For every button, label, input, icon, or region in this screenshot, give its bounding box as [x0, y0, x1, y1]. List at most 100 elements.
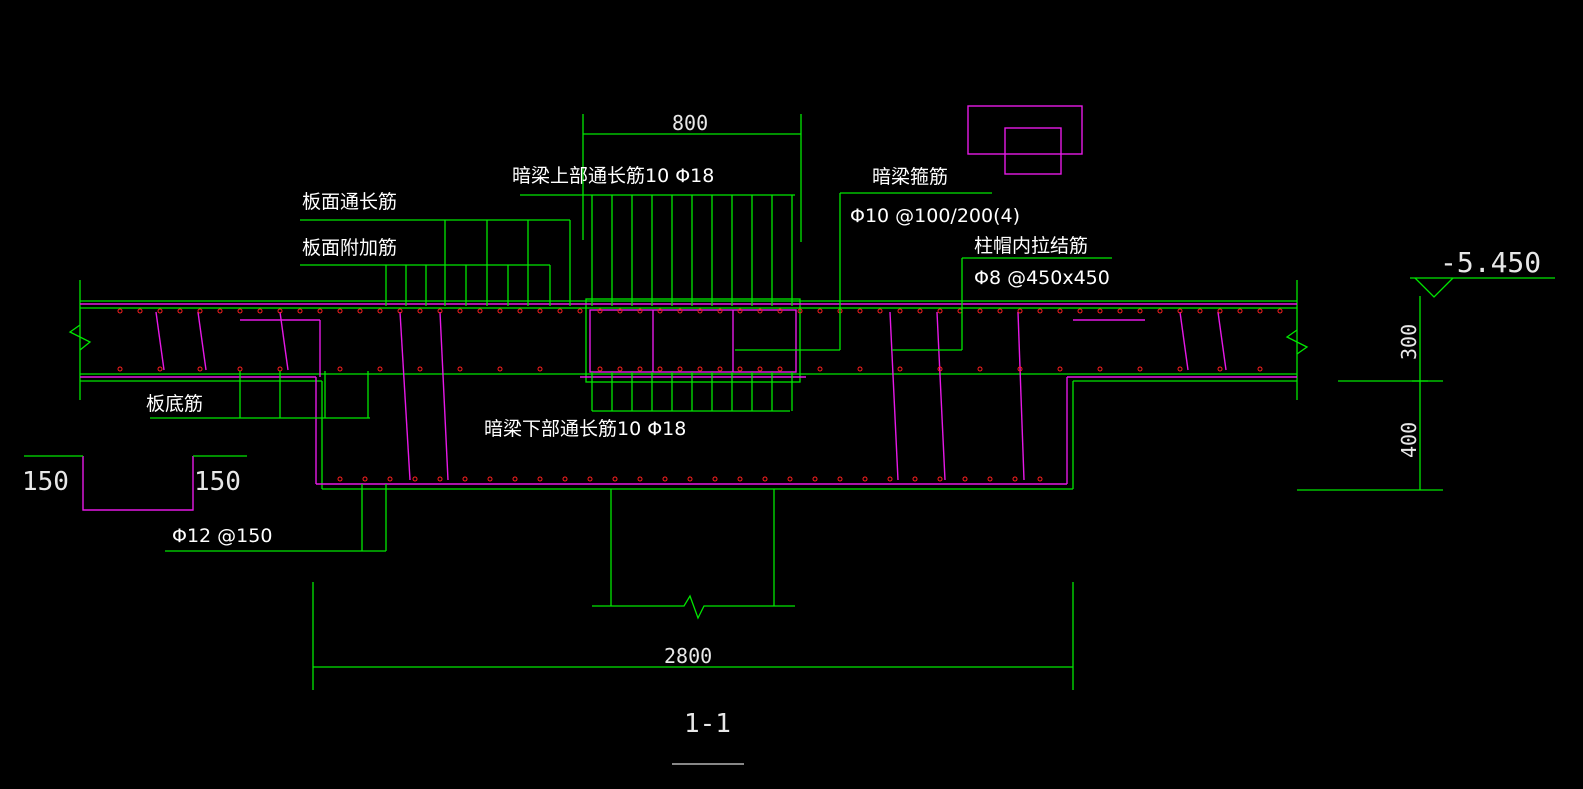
rebar-dot: [997, 308, 1003, 314]
rebar-dot: [687, 476, 693, 482]
rebar-dot: [612, 476, 618, 482]
rebar-dot: [1017, 308, 1023, 314]
rebar-dot: [1257, 366, 1263, 372]
rebar-dot: [117, 366, 123, 372]
rebar-dot: [277, 308, 283, 314]
rebar-dot: [587, 476, 593, 482]
rebar-dot: [412, 476, 418, 482]
rebar-dot: [1037, 308, 1043, 314]
rebar-dot: [357, 308, 363, 314]
rebar-dot: [417, 366, 423, 372]
rebar-dot: [787, 476, 793, 482]
rebar-dot: [512, 476, 518, 482]
label-hook-left: 150: [22, 467, 69, 497]
beam-bar-ticks: [591, 195, 793, 411]
dim-cap-depth: 400: [1397, 422, 1421, 458]
rebar-dot: [517, 308, 523, 314]
label-slab-top-bar: 板面通长筋: [302, 191, 397, 213]
rebar-dot: [487, 476, 493, 482]
rebar-dot: [1257, 308, 1263, 314]
rebar-dots: [117, 308, 1283, 482]
rebar-dot: [717, 308, 723, 314]
rebar-dot: [817, 308, 823, 314]
rebar-dot: [637, 366, 643, 372]
rebar-dot: [557, 308, 563, 314]
rebar-dot: [537, 366, 543, 372]
leader-lines: [24, 114, 1555, 690]
rebar-dot: [1277, 308, 1283, 314]
rebar-dot: [137, 308, 143, 314]
rebar-dot: [737, 308, 743, 314]
rebar-dot: [157, 366, 163, 372]
label-bottom-through-bar: 暗梁下部通长筋10 Φ18: [484, 418, 686, 440]
rebar-dot: [657, 308, 663, 314]
rebar-dot: [177, 308, 183, 314]
dim-cap-width: 2800: [664, 644, 712, 668]
rebar-dot: [617, 366, 623, 372]
rebar-dot: [987, 476, 993, 482]
rebar-dot: [257, 308, 263, 314]
rebar-dot: [637, 476, 643, 482]
rebar-dot: [1177, 308, 1183, 314]
rebar-dot: [337, 308, 343, 314]
rebar-dot: [1137, 308, 1143, 314]
rebar-dot: [1057, 366, 1063, 372]
rebar-dot: [737, 476, 743, 482]
rebar-dot: [1017, 366, 1023, 372]
rebar-dot: [812, 476, 818, 482]
rebar-dot: [1177, 366, 1183, 372]
rebar-dot: [717, 366, 723, 372]
dim-beam-width: 800: [672, 111, 708, 135]
rebar-dot: [457, 366, 463, 372]
rebar-dot: [617, 308, 623, 314]
rebar-dot: [797, 308, 803, 314]
rebar-dot: [1237, 308, 1243, 314]
rebar-dot: [1097, 366, 1103, 372]
rebar-dot: [897, 366, 903, 372]
rebar-dot: [437, 476, 443, 482]
rebar-dot: [197, 308, 203, 314]
rebar-dot: [877, 308, 883, 314]
rebar-dot: [1117, 308, 1123, 314]
rebar-dot: [857, 308, 863, 314]
rebar-dot: [237, 366, 243, 372]
rebar-dot: [337, 476, 343, 482]
rebar-dot: [277, 366, 283, 372]
rebar-dot: [562, 476, 568, 482]
rebar-dot: [237, 308, 243, 314]
rebar-dot: [637, 308, 643, 314]
rebar-dot: [197, 366, 203, 372]
rebar-dot: [597, 308, 603, 314]
rebar-dot: [777, 366, 783, 372]
rebar-dot: [497, 366, 503, 372]
rebar-dot: [887, 476, 893, 482]
rebar-dot: [777, 308, 783, 314]
rebar-dot: [297, 308, 303, 314]
rebar-dot: [377, 308, 383, 314]
rebar-dot: [712, 476, 718, 482]
rebar-dot: [697, 308, 703, 314]
rebar-dot: [757, 366, 763, 372]
rebar-dot: [1217, 366, 1223, 372]
concrete-outline: [68, 280, 1309, 620]
label-cap-tie-bar: 柱帽内拉结筋: [974, 235, 1088, 257]
rebar-dot: [1197, 308, 1203, 314]
rebar-dot: [962, 476, 968, 482]
rebar-dot: [1057, 308, 1063, 314]
rebar-dot: [157, 308, 163, 314]
rebar-dot: [417, 308, 423, 314]
label-cap-rebar-spec: Φ12 @150: [172, 525, 272, 547]
section-title: 1-1: [684, 709, 731, 739]
rebar-dot: [462, 476, 468, 482]
dim-slab-thickness: 300: [1397, 324, 1421, 360]
rebar-dot: [697, 366, 703, 372]
label-cap-tie-spec: Φ8 @450x450: [974, 267, 1110, 289]
rebar-dot: [977, 308, 983, 314]
rebar-dot: [217, 308, 223, 314]
rebar-lines: [80, 105, 1297, 511]
rebar-dot: [317, 308, 323, 314]
rebar-dot: [437, 308, 443, 314]
rebar-dot: [117, 308, 123, 314]
label-slab-bottom-bar: 板底筋: [146, 393, 203, 415]
